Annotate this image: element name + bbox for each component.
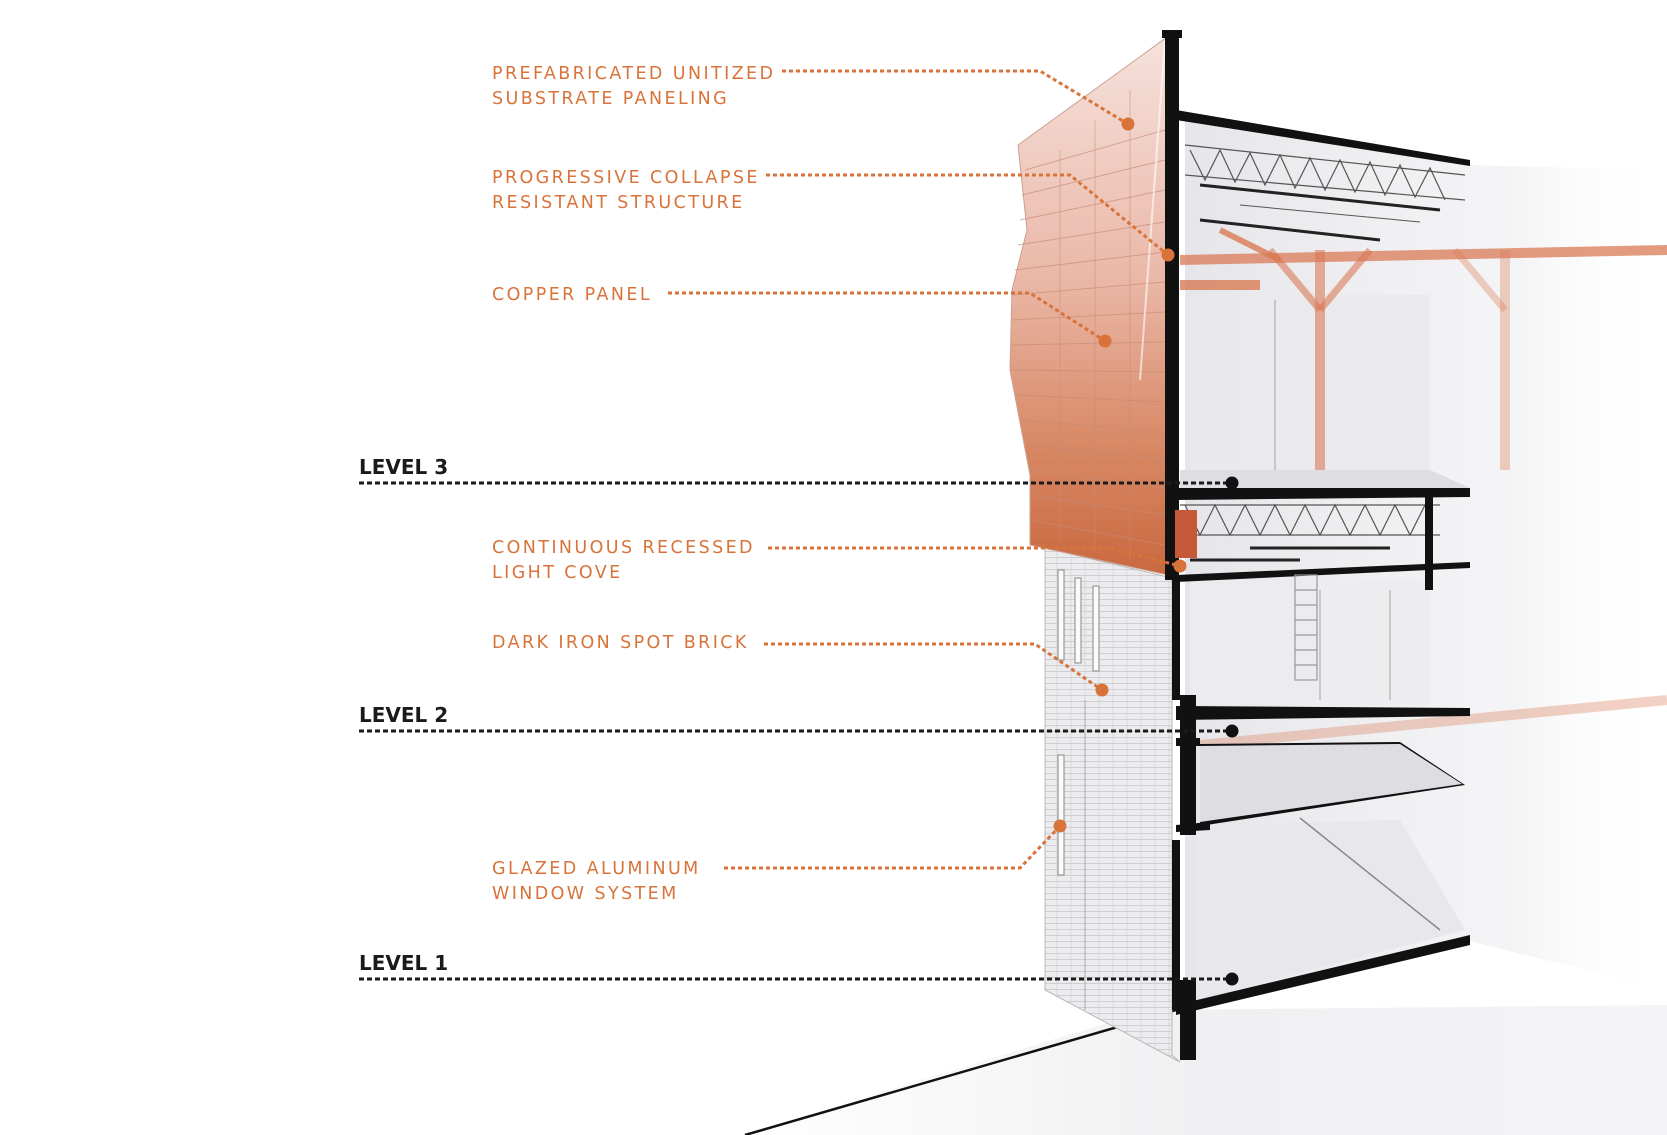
callout-label-dark-iron-spot-brick-line-1: DARK IRON SPOT BRICK: [492, 633, 749, 653]
slab-level-3-top: [1180, 470, 1470, 488]
leader-dot-copper-panel: [1098, 334, 1112, 348]
callout-glazed-aluminum-window-system: GLAZED ALUMINUM WINDOW SYSTEM: [492, 819, 1067, 904]
dark-iron-spot-brick-wall: [1044, 547, 1181, 1063]
structural-wall: [1162, 30, 1197, 1060]
leader-line-dark-iron-spot-brick: [764, 642, 1103, 692]
callout-label-copper-panel-line-1: COPPER PANEL: [492, 285, 652, 305]
floor-joists-level-3: [1180, 503, 1440, 562]
leader-dot-glazed-aluminum-window-system: [1053, 819, 1067, 833]
leader-dot-dark-iron-spot-brick: [1095, 683, 1109, 697]
slab-level-2-top: [1200, 744, 1462, 822]
callout-label-continuous-recessed-light-cove-line-2: LIGHT COVE: [492, 563, 623, 583]
callout-label-continuous-recessed-light-cove-line-1: CONTINUOUS RECESSED: [492, 538, 755, 558]
level-dot-level-1: [1225, 972, 1239, 986]
level-dot-level-2: [1225, 724, 1239, 738]
steel-truss-structure: [1179, 227, 1667, 750]
level-label-level-1: LEVEL 1: [359, 951, 448, 975]
callout-progressive-collapse-resistant-structure: PROGRESSIVE COLLAPSE RESISTANT STRUCTURE: [492, 168, 1175, 262]
callout-label-glazed-aluminum-window-system-line-2: WINDOW SYSTEM: [492, 884, 679, 904]
ground-plane: [740, 988, 1667, 1135]
callout-label-progressive-collapse-resistant-structure-line-2: RESISTANT STRUCTURE: [492, 193, 745, 213]
leader-line-continuous-recessed-light-cove: [768, 546, 1181, 568]
leader-line-progressive-collapse-resistant-structure: [766, 173, 1169, 257]
level-marker-level-3: LEVEL 3: [359, 455, 1239, 490]
level-marker-level-2: LEVEL 2: [359, 703, 1239, 738]
callout-dark-iron-spot-brick: DARK IRON SPOT BRICK: [492, 633, 1109, 697]
leader-dot-progressive-collapse-resistant-structure: [1161, 248, 1175, 262]
leader-dot-prefabricated-unitized-substrate-paneling: [1121, 117, 1135, 131]
leader-line-glazed-aluminum-window-system: [724, 824, 1062, 870]
callout-continuous-recessed-light-cove: CONTINUOUS RECESSED LIGHT COVE: [492, 538, 1187, 583]
interior-shelving: [1294, 574, 1318, 681]
callout-label-prefabricated-unitized-substrate-paneling-line-2: SUBSTRATE PANELING: [492, 89, 729, 109]
roof-joists: [1184, 144, 1466, 242]
callout-prefabricated-unitized-substrate-paneling: PREFABRICATED UNITIZED SUBSTRATE PANELING: [492, 64, 1135, 131]
leader-line-copper-panel: [668, 291, 1106, 343]
callout-label-progressive-collapse-resistant-structure-line-1: PROGRESSIVE COLLAPSE: [492, 168, 760, 188]
callout-copper-panel: COPPER PANEL: [492, 285, 1112, 348]
copper-panel-facade: [1009, 34, 1171, 576]
level-label-level-2: LEVEL 2: [359, 703, 448, 727]
callout-label-prefabricated-unitized-substrate-paneling-line-1: PREFABRICATED UNITIZED: [492, 64, 775, 84]
level-dot-level-3: [1225, 476, 1239, 490]
level-marker-level-1: LEVEL 1: [359, 951, 1239, 986]
leader-line-prefabricated-unitized-substrate-paneling: [782, 69, 1129, 126]
leader-dot-continuous-recessed-light-cove: [1173, 559, 1187, 573]
level-label-level-3: LEVEL 3: [359, 455, 448, 479]
callout-label-glazed-aluminum-window-system-line-1: GLAZED ALUMINUM: [492, 859, 701, 879]
